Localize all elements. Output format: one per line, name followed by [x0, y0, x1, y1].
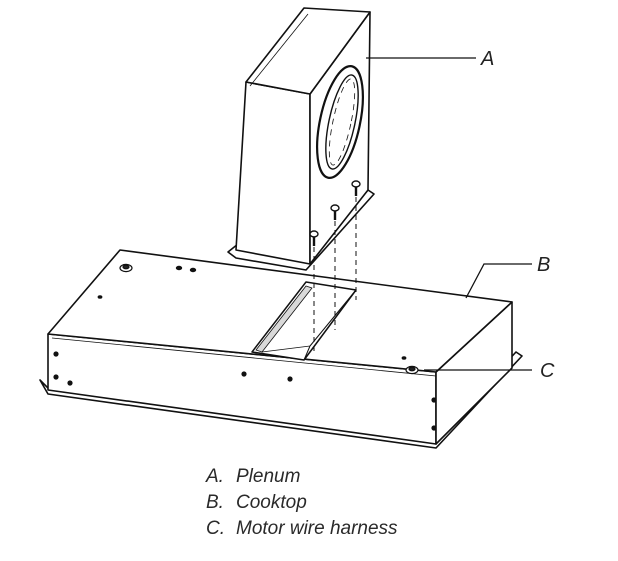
cooktop-top-face — [47, 249, 513, 373]
legend-text: Motor wire harness — [236, 518, 398, 539]
callout-a-letter: A — [480, 48, 494, 70]
cooktop-top-holes — [97, 263, 407, 360]
cooktop-assembly — [39, 249, 523, 449]
legend-item-plenum: A. Plenum — [206, 464, 398, 490]
legend-key: A. — [206, 466, 224, 487]
cooktop-front-screws — [53, 351, 437, 431]
callout-a: A — [366, 48, 494, 70]
legend-item-cooktop: B. Cooktop — [206, 490, 398, 516]
exploded-view-diagram: A B C — [39, 7, 555, 449]
plenum-left-face — [235, 81, 311, 265]
callout-b-letter: B — [537, 254, 550, 276]
callout-c-letter: C — [540, 360, 555, 382]
legend-item-motor-wire-harness: C. Motor wire harness — [206, 516, 398, 542]
callout-b: B — [465, 254, 550, 299]
legend-text: Cooktop — [236, 492, 307, 513]
plenum-assembly — [227, 7, 375, 271]
legend-key: C. — [206, 518, 225, 539]
parts-legend: A. Plenum B. Cooktop C. Motor wire harness — [206, 464, 398, 542]
plenum-mounting-screws — [309, 180, 361, 352]
callout-b-leader — [465, 263, 532, 299]
plenum-vent-opening — [316, 64, 364, 180]
legend-text: Plenum — [236, 466, 301, 487]
plenum-top-face — [245, 7, 371, 95]
callout-c: C — [424, 360, 555, 382]
motor-wire-harness-hole — [405, 365, 419, 375]
legend-key: B. — [206, 492, 224, 513]
